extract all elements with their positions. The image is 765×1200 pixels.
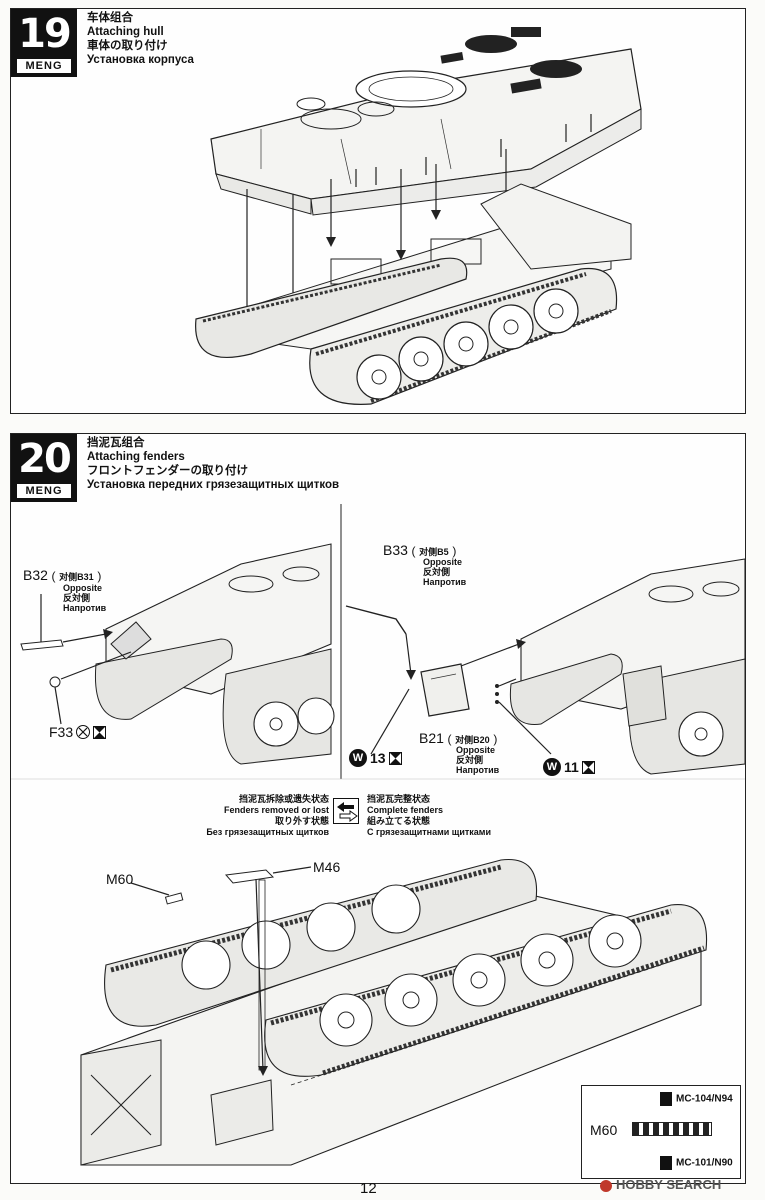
right-fender-drawing (345, 558, 746, 775)
page-number: 12 (360, 1180, 377, 1197)
pair-part: 对侧B5 (419, 547, 449, 557)
underside-panel: M60 M46 MC-104/N94 M60 MC-101/N90 (10, 845, 746, 1184)
w13-callout: W 13 (349, 749, 402, 767)
paint-part-diagram (632, 1122, 712, 1136)
step-number: 20 (18, 436, 72, 482)
title-jp: 車体の取り付け (87, 40, 168, 52)
step-19-badge: 19 MENG (11, 9, 77, 77)
b32-opposite-text: Opposite 反対側 Напротив (63, 583, 107, 613)
b21-opposite-text: Opposite 反対側 Напротив (456, 745, 500, 775)
fenders-complete-legend: 挡泥瓦完整状态 Complete fenders 組み立てる状態 С грязе… (367, 794, 492, 837)
b33-opposite-text: Opposite 反対側 Напротив (423, 557, 467, 587)
paint-brush-icon (660, 1092, 672, 1106)
etch-part-icon: W (349, 749, 367, 767)
paint-bottom-row: MC-101/N90 (660, 1156, 733, 1170)
w11-callout: W 11 (543, 758, 595, 776)
paint-brush-icon (660, 1156, 672, 1170)
cut-off-icon (581, 760, 595, 774)
fenders-removed-legend: 挡泥瓦拆除或遗失状态 Fenders removed or lost 取り外す状… (206, 794, 329, 837)
pair-part: 对侧B20 (455, 735, 490, 745)
title-en: Attaching fenders (87, 451, 185, 463)
watermark: HOBBY SEARCH (600, 1177, 721, 1192)
left-fender-drawing (20, 543, 335, 765)
watermark-logo-icon (600, 1179, 612, 1192)
cut-off-icon (93, 725, 107, 739)
m46-part-drawing (225, 866, 312, 1076)
part-b32-label: B32 ( 对侧B31 ) (23, 567, 102, 583)
cut-off-icon (388, 751, 402, 765)
lower-hull-drawing (195, 183, 632, 405)
part-code: B21 (419, 730, 444, 746)
step-19-panel: 19 MENG 车体组合 Attaching hull 車体の取り付け Уста… (10, 8, 746, 414)
part-f33-label: F33 (49, 724, 107, 740)
part-number: 13 (370, 750, 386, 766)
title-en: Attaching hull (87, 26, 164, 38)
step-20-titles: 挡泥瓦组合 Attaching fenders フロントフェンダーの取り付け У… (87, 436, 339, 492)
upper-hull-drawing (210, 27, 642, 216)
title-jp: フロントフェンダーの取り付け (87, 465, 248, 477)
no-cement-icon (76, 725, 91, 739)
hull-underside-drawing (80, 858, 708, 1166)
part-m46-label: M46 (313, 859, 341, 875)
title-ru: Установка передних грязезащитных щитков (87, 479, 340, 491)
brand-label: MENG (17, 484, 71, 498)
part-b21-label: B21 ( 对侧B20 ) (419, 730, 498, 746)
step-20-panel: 20 MENG 挡泥瓦组合 Attaching fenders フロントフェンダ… (10, 433, 746, 847)
paint-guide-box: MC-104/N94 M60 MC-101/N90 (581, 1085, 741, 1179)
swap-arrows-icon (333, 798, 359, 824)
part-code: B33 (383, 542, 408, 558)
fender-illustration (11, 504, 746, 780)
m60-part-drawing (130, 882, 184, 905)
etch-part-icon: W (543, 758, 561, 776)
title-cn: 车体组合 (87, 12, 133, 24)
part-b33-label: B33 ( 对侧B5 ) (383, 542, 457, 558)
hull-assembly-illustration (195, 27, 642, 405)
brand-label: MENG (17, 59, 71, 73)
part-m60-label: M60 (106, 871, 134, 887)
part-code: B32 (23, 567, 48, 583)
part-code: F33 (49, 724, 74, 740)
underside-illustration (80, 858, 708, 1166)
title-ru: Установка корпуса (87, 54, 194, 66)
part-number: 11 (564, 759, 579, 775)
paint-part-label: M60 (590, 1122, 618, 1138)
step-19-titles: 车体组合 Attaching hull 車体の取り付け Установка ко… (87, 11, 194, 67)
paint-top-row: MC-104/N94 (660, 1092, 733, 1106)
title-cn: 挡泥瓦组合 (87, 437, 145, 449)
step-20-badge: 20 MENG (11, 434, 77, 502)
pair-part: 对侧B31 (59, 572, 94, 582)
step-number: 19 (18, 11, 72, 57)
